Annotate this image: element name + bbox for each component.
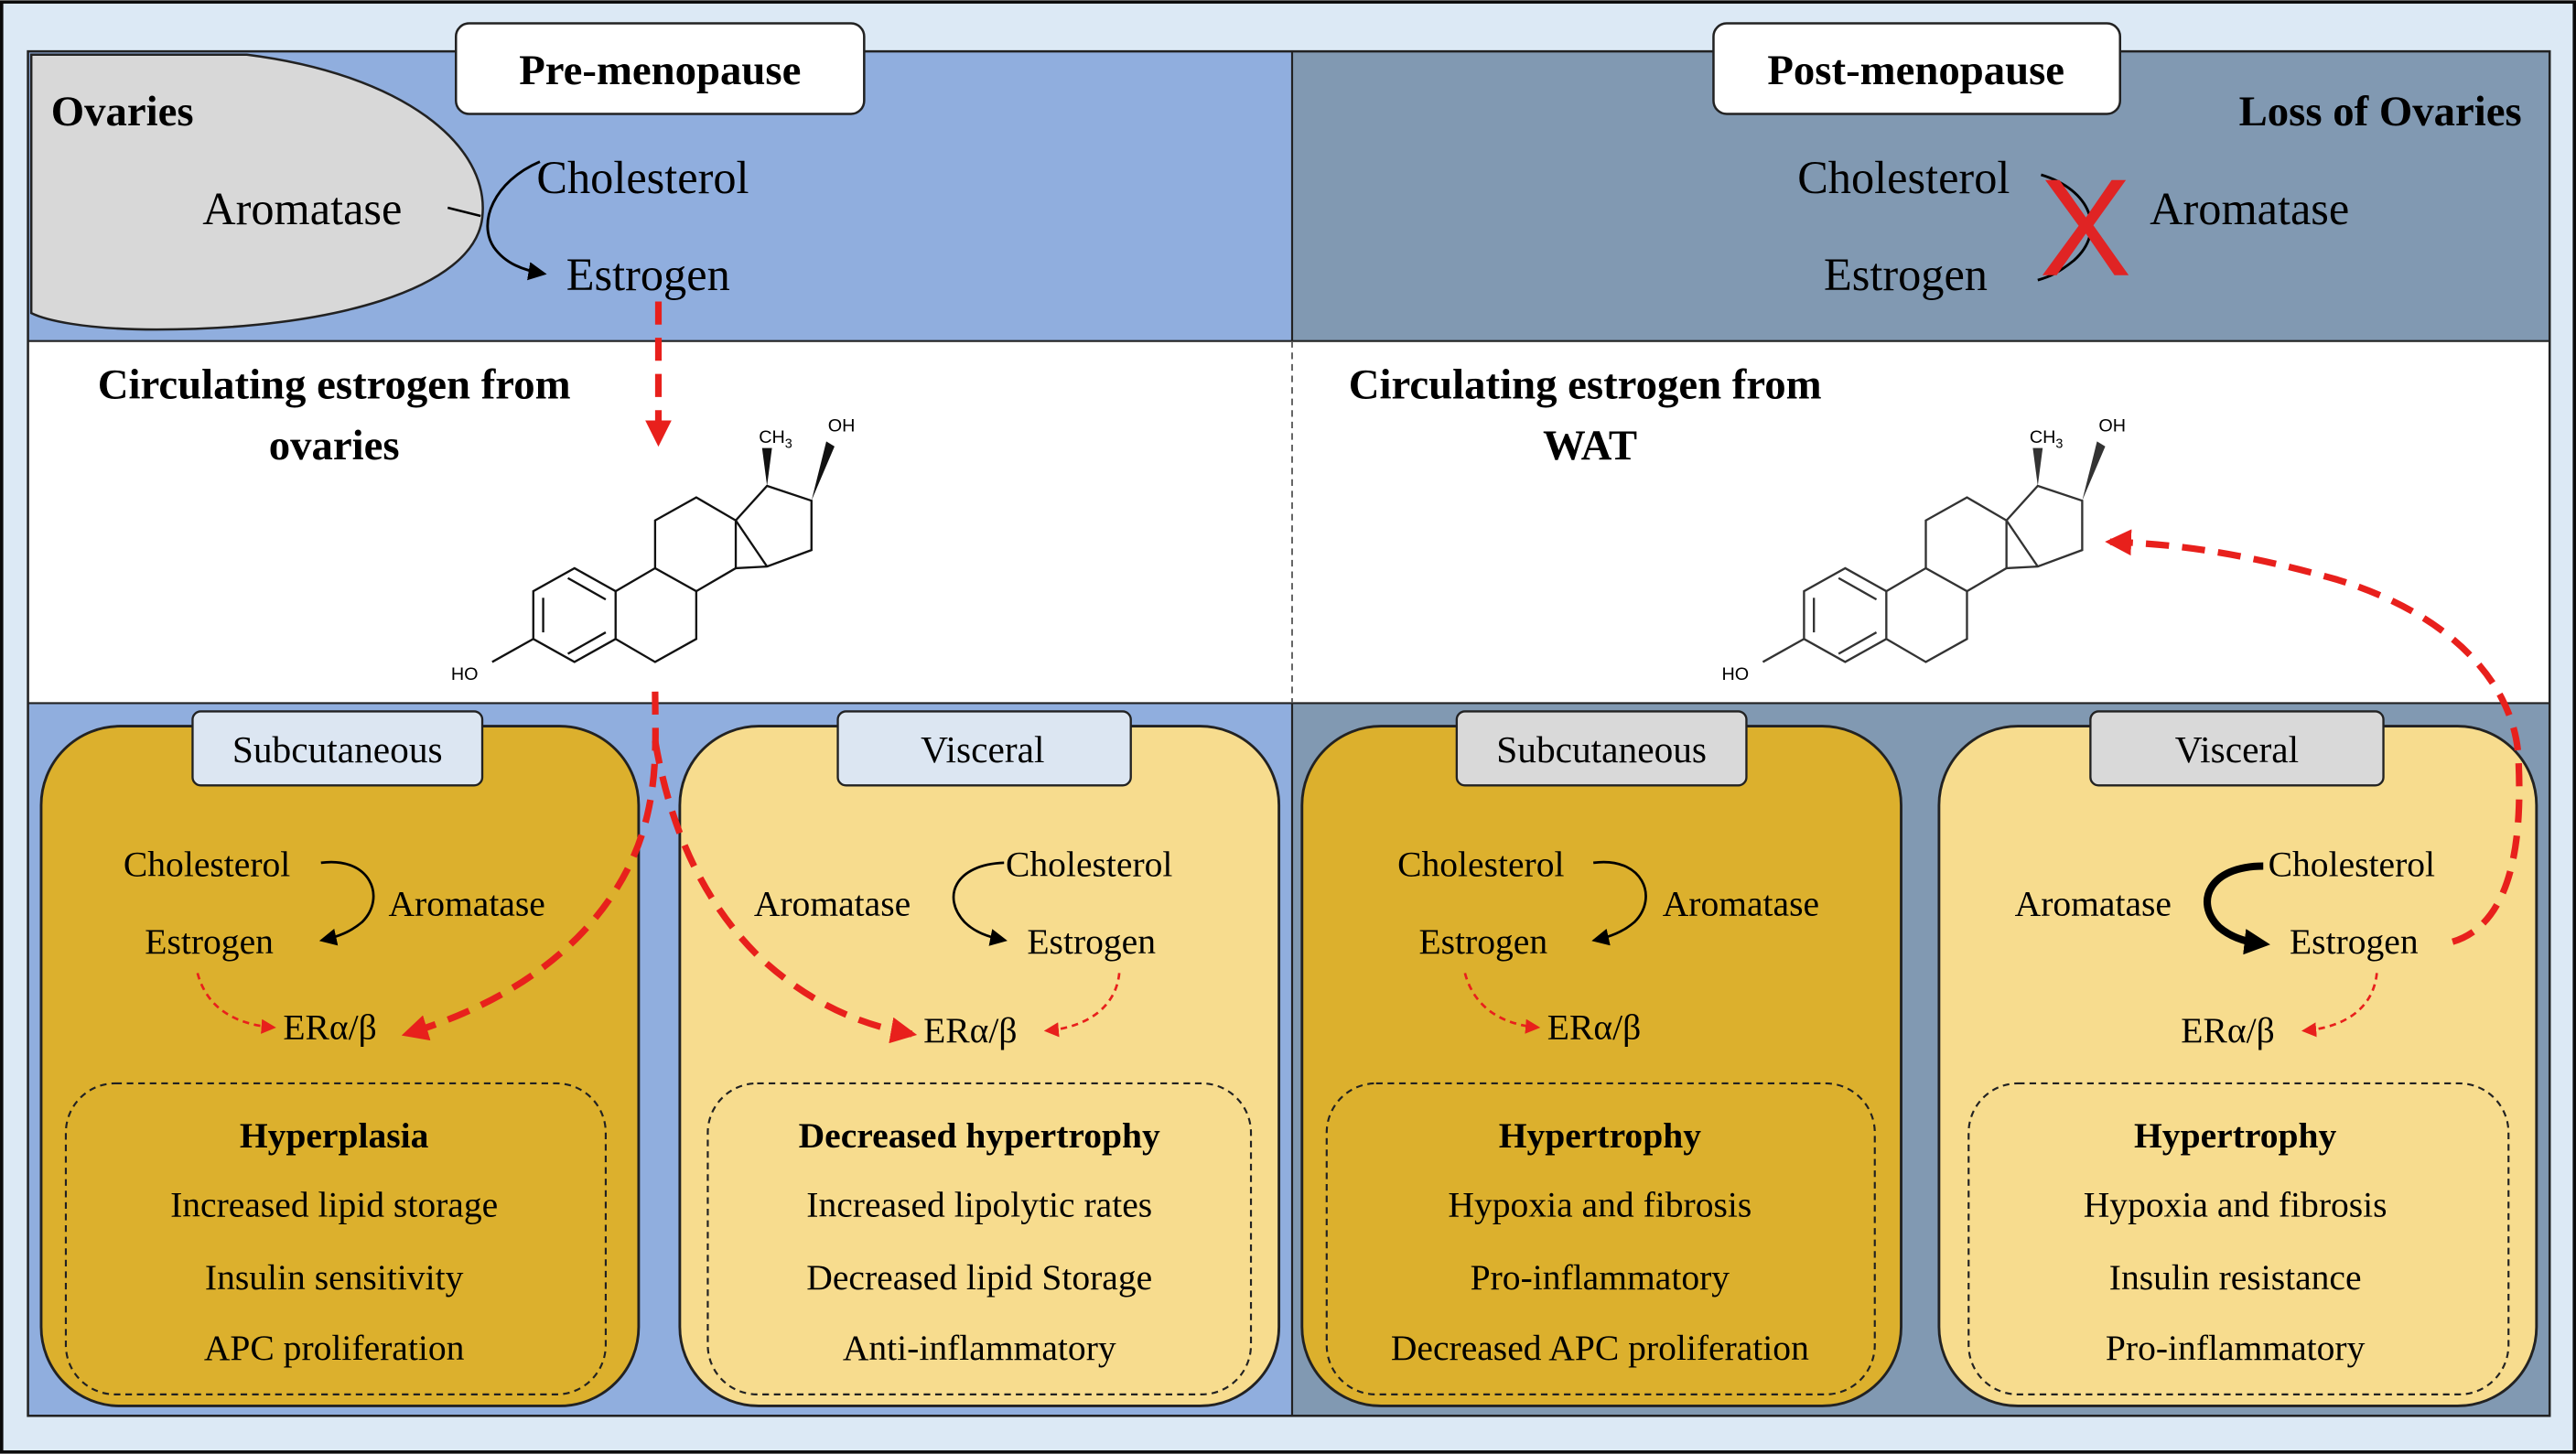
pre-aromatase-arrow <box>486 160 547 281</box>
pre-sc-effect-1: Increased lipid storage <box>170 1185 498 1225</box>
pre-v-er: ERα/β <box>923 1010 1017 1050</box>
post-sc-effect-title: Hypertrophy <box>1499 1115 1701 1156</box>
blood-to-pre-visceral-arrow <box>652 740 918 1044</box>
loss-of-ovaries-label: Loss of Ovaries <box>2239 88 2522 135</box>
pre-title: Pre-menopause <box>519 47 801 94</box>
pre-sc-effect-title: Hyperplasia <box>240 1115 429 1156</box>
post-sc-cholesterol: Cholesterol <box>1397 844 1564 884</box>
post-v-er: ERα/β <box>2181 1010 2274 1050</box>
pre-v-cholesterol: Cholesterol <box>1006 844 1172 884</box>
post-sc-effects-box <box>1325 1082 1876 1395</box>
pre-subcutaneous-box: Subcutaneous Cholesterol Aromatase Estro… <box>39 710 641 1407</box>
ovaries-label: Ovaries <box>51 88 194 135</box>
oh-label: OH <box>2098 416 2126 436</box>
post-visceral-box: Visceral Aromatase Cholesterol Estrogen … <box>1937 710 2538 1407</box>
pre-v-aromatase: Aromatase <box>754 883 911 923</box>
pre-sc-estrogen: Estrogen <box>145 921 274 962</box>
post-sc-effect-2: Pro-inflammatory <box>1471 1257 1730 1298</box>
pre-sc-effect-3: APC proliferation <box>204 1328 465 1368</box>
post-visceral-label-box <box>2089 710 2385 787</box>
ovary-shape <box>29 53 484 331</box>
post-v-estrogen-er-arrow <box>2301 973 2378 1038</box>
post-aromatase: Aromatase <box>2150 183 2349 234</box>
pre-aromatase: Aromatase <box>202 183 402 234</box>
pre-visceral-label: Visceral <box>921 728 1044 770</box>
post-sc-aromatase-arrow <box>1591 860 1647 946</box>
pre-aromatase-tick <box>447 206 481 218</box>
panel-border <box>27 49 2551 1417</box>
pre-sc-effects-box <box>64 1082 608 1395</box>
post-v-effect-title: Hypertrophy <box>2134 1115 2336 1156</box>
post-subcutaneous-label: Subcutaneous <box>1496 728 1707 770</box>
pre-estrogen: Estrogen <box>566 249 730 300</box>
post-sc-estrogen-er-arrow <box>1463 973 1541 1034</box>
post-v-effect-2: Insulin resistance <box>2109 1257 2362 1298</box>
pre-v-effect-2: Decreased lipid Storage <box>806 1257 1152 1298</box>
pre-sc-aromatase: Aromatase <box>388 883 544 923</box>
post-sc-estrogen: Estrogen <box>1418 921 1547 962</box>
methyl-wedge <box>761 447 772 486</box>
post-subcutaneous-box: Subcutaneous Cholesterol Aromatase Estro… <box>1300 710 1902 1407</box>
pre-v-estrogen-er-arrow <box>1043 973 1121 1038</box>
post-cholesterol: Cholesterol <box>1797 152 2010 203</box>
post-sc-aromatase: Aromatase <box>1663 883 1819 923</box>
cross-mark: X <box>2040 151 2132 306</box>
pre-visceral-label-box <box>836 710 1132 787</box>
post-sc-effect-3: Decreased APC proliferation <box>1391 1328 1809 1368</box>
post-estrogen: Estrogen <box>1824 249 1988 300</box>
post-v-estrogen: Estrogen <box>2290 921 2419 962</box>
ho-label: HO <box>1721 664 1749 684</box>
post-top-section: Post-menopause Loss of Ovaries Cholester… <box>1712 22 2522 306</box>
hydroxyl-wedge <box>2082 441 2106 501</box>
pre-v-aromatase-arrow <box>952 861 1008 946</box>
molecule-band <box>27 340 2550 704</box>
pre-sc-cholesterol: Cholesterol <box>124 844 290 884</box>
estradiol-molecule-pre: CH3 OH HO <box>451 416 856 685</box>
post-sc-er: ERα/β <box>1547 1007 1641 1047</box>
post-title: Post-menopause <box>1767 47 2064 94</box>
post-blocked-arrow <box>2037 173 2093 282</box>
pre-circulating-line1: Circulating estrogen from <box>98 361 571 409</box>
estrogen-flow-arrows <box>401 301 2523 1044</box>
pre-sc-er: ERα/β <box>283 1007 376 1047</box>
pre-sc-estrogen-er-arrow <box>196 973 276 1034</box>
methyl-wedge <box>2032 447 2043 486</box>
pre-title-box <box>454 22 866 115</box>
pre-v-effect-3: Anti-inflammatory <box>843 1328 1116 1368</box>
pre-cholesterol: Cholesterol <box>536 152 749 203</box>
pre-circulating-line2: ovaries <box>269 422 400 469</box>
post-v-effect-3: Pro-inflammatory <box>2106 1328 2366 1368</box>
ho-label: HO <box>451 664 479 684</box>
post-title-box <box>1712 22 2122 115</box>
pre-sc-aromatase-arrow <box>318 860 375 946</box>
post-circulating-line1: Circulating estrogen from <box>1349 361 1822 409</box>
oh-label: OH <box>828 416 856 436</box>
ch3-label: CH3 <box>2030 427 2064 451</box>
pre-v-effect-1: Increased lipolytic rates <box>806 1185 1152 1225</box>
hydroxyl-wedge <box>811 441 835 501</box>
pre-visceral-box: Visceral Aromatase Cholesterol Estrogen … <box>678 710 1281 1407</box>
ch3-label: CH3 <box>759 427 792 451</box>
post-v-effect-1: Hypoxia and fibrosis <box>2084 1185 2387 1225</box>
pre-v-effects-box <box>706 1082 1253 1395</box>
estradiol-molecule-post: CH3 OH HO <box>1721 416 2126 685</box>
pre-top-section: Ovaries Aromatase Cholesterol Estrogen P… <box>29 22 866 331</box>
pre-sc-effect-2: Insulin sensitivity <box>205 1257 464 1298</box>
post-sc-effect-1: Hypoxia and fibrosis <box>1448 1185 1751 1225</box>
pre-v-effect-title: Decreased hypertrophy <box>799 1115 1160 1156</box>
post-v-effects-box <box>1967 1082 2510 1395</box>
pre-subcutaneous-label: Subcutaneous <box>232 728 443 770</box>
post-circulating-line2: WAT <box>1543 422 1637 469</box>
post-visceral-label: Visceral <box>2175 728 2299 770</box>
post-subcutaneous-label-box <box>1455 710 1748 787</box>
pre-v-estrogen: Estrogen <box>1027 921 1156 962</box>
post-v-cholesterol: Cholesterol <box>2269 844 2435 884</box>
pre-subcutaneous-label-box <box>191 710 484 787</box>
post-v-aromatase-arrow-thick <box>2204 862 2270 955</box>
post-v-aromatase: Aromatase <box>2015 883 2172 923</box>
